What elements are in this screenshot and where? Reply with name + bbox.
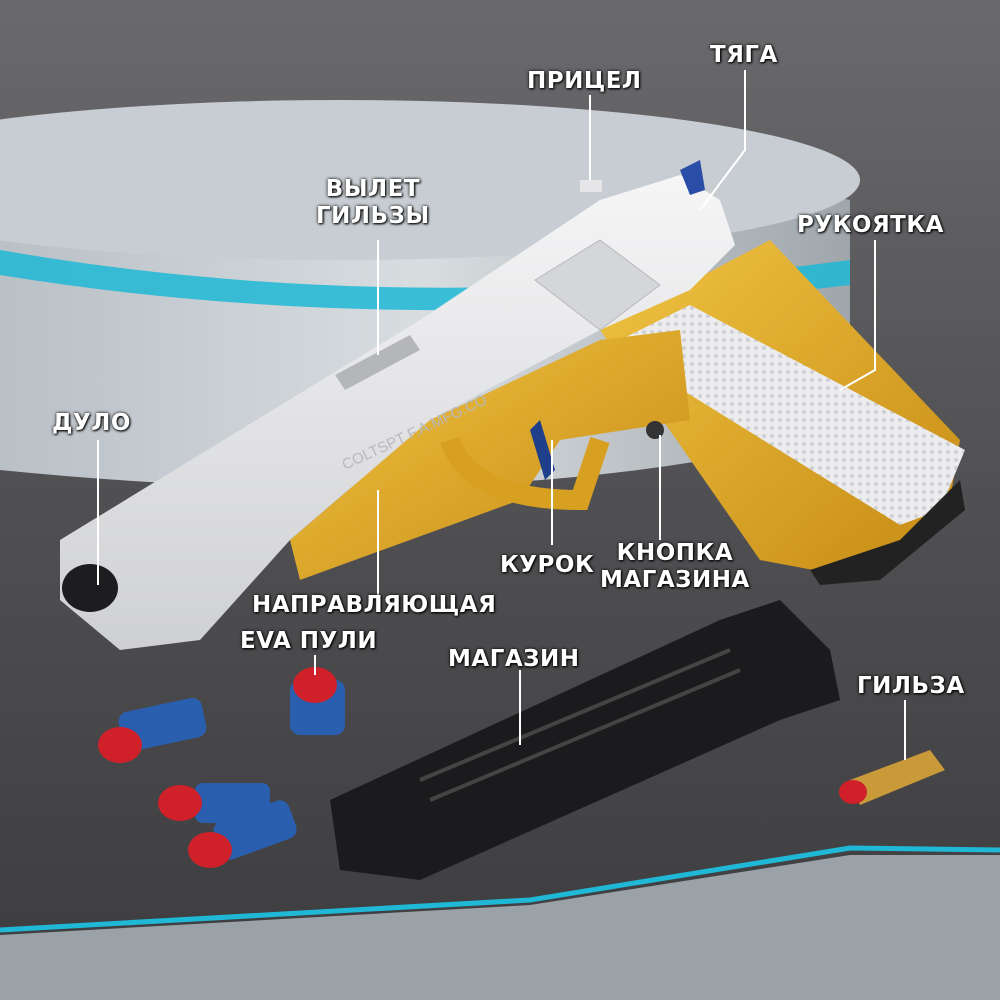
magazine-release-button — [646, 421, 664, 439]
label-ejection-line1: ВЫЛЕТ — [325, 176, 421, 202]
magazine-base — [810, 480, 965, 585]
rear-sight — [680, 160, 705, 195]
floor-step — [0, 855, 1000, 1000]
label-mag-button-line1: КНОПКА — [616, 540, 734, 566]
label-slide: ТЯГА — [710, 42, 778, 68]
eva-bullets — [98, 667, 345, 868]
label-grip: РУКОЯТКА — [797, 212, 944, 238]
ejection-port — [335, 335, 420, 390]
bullet — [188, 800, 297, 868]
muzzle — [62, 564, 118, 612]
front-sight — [580, 180, 602, 192]
frame-rail — [290, 330, 690, 580]
grip-panel — [610, 305, 965, 525]
label-shell: ГИЛЬЗА — [857, 673, 965, 699]
label-trigger: КУРОК — [500, 552, 595, 578]
pistol: COLTSPT F.A.MFG.CO — [60, 160, 965, 650]
shell-casing — [839, 750, 945, 805]
label-sight: ПРИЦЕЛ — [527, 68, 642, 94]
label-magazine: МАГАЗИН — [448, 646, 580, 672]
label-ejection-line2: ГИЛЬЗЫ — [316, 203, 430, 229]
magazine — [330, 600, 840, 880]
label-muzzle: ДУЛО — [52, 410, 131, 436]
bullet — [98, 697, 207, 763]
leader-lines — [97, 70, 906, 760]
trigger-guard — [440, 436, 610, 511]
label-mag-button-line2: МАГАЗИНА — [600, 567, 750, 593]
trigger — [530, 420, 555, 480]
bullet — [290, 667, 345, 735]
label-rail: НАПРАВЛЯЮЩАЯ — [252, 592, 497, 618]
label-eva-bullets: EVA ПУЛИ — [240, 628, 378, 654]
slide-serrations — [534, 239, 661, 331]
